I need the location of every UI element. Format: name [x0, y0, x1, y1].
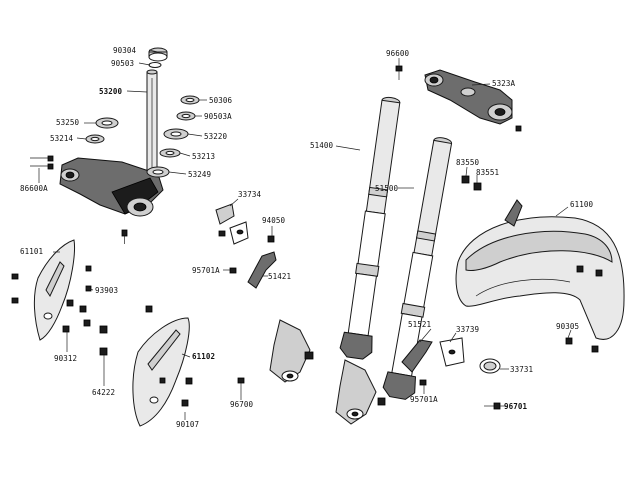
label-50306: 50306: [209, 96, 233, 105]
stem-nut-90304: [148, 47, 168, 62]
label-96700: 96700: [230, 400, 254, 409]
label-90312: 90312: [54, 354, 78, 363]
cover-61102: [132, 305, 193, 427]
label-53220: 53220: [204, 132, 228, 141]
label-90107: 90107: [176, 420, 200, 429]
label-33739: 33739: [456, 325, 480, 334]
label-90503: 90503: [111, 59, 135, 68]
leader-lines: [38, 49, 572, 420]
label-53200: 53200: [99, 87, 123, 96]
lower-bracket: [59, 157, 164, 217]
clip-94050: [267, 235, 275, 243]
stem-shaft-53200: [146, 69, 158, 177]
label-53213: 53213: [192, 152, 216, 161]
label-53250: 53250: [56, 118, 80, 127]
label-51400: 51400: [310, 141, 334, 150]
fork-tube-51400: [269, 96, 401, 383]
label-53214: 53214: [50, 134, 74, 143]
label-95701a-1: 95701A: [192, 266, 220, 275]
label-86600a: 86600A: [20, 184, 48, 193]
hose-guide-51421: [229, 251, 277, 289]
grommets: [62, 299, 108, 356]
cover-61101: [11, 239, 92, 341]
label-5323a: 5323A: [492, 79, 516, 88]
label-51500: 51500: [375, 184, 399, 193]
fork-tube-51500: [335, 137, 453, 425]
label-61101: 61101: [20, 247, 44, 256]
label-64222: 64222: [92, 388, 116, 397]
bracket-51521: [401, 337, 501, 410]
label-61102: 61102: [192, 352, 216, 361]
label-90503a: 90503A: [204, 112, 232, 121]
label-83550: 83550: [456, 158, 480, 167]
label-33731: 33731: [510, 365, 534, 374]
label-53249: 53249: [188, 170, 212, 179]
steering-stem-assembly: [30, 47, 200, 244]
nut-83551: [473, 182, 482, 191]
label-83551: 83551: [476, 168, 500, 177]
upper-bracket-5323a: [395, 65, 522, 132]
nut-83550: [461, 175, 470, 184]
label-90304: 90304: [113, 46, 137, 55]
label-90305: 90305: [556, 322, 580, 331]
label-94050: 94050: [262, 216, 286, 225]
label-93903: 93903: [95, 286, 119, 295]
bolts-86600a: [30, 155, 54, 170]
label-51521: 51521: [408, 320, 432, 329]
bolt-96700: [237, 377, 245, 384]
label-33734: 33734: [238, 190, 262, 199]
label-96600: 96600: [386, 49, 410, 58]
washer-90503: [148, 62, 162, 68]
front-fender-61100: [455, 199, 625, 353]
label-51421: 51421: [268, 272, 292, 281]
label-96701: 96701: [504, 402, 528, 411]
label-95701a-2: 95701A: [410, 395, 438, 404]
bracket-33734: [215, 203, 275, 245]
label-61100: 61100: [570, 200, 594, 209]
